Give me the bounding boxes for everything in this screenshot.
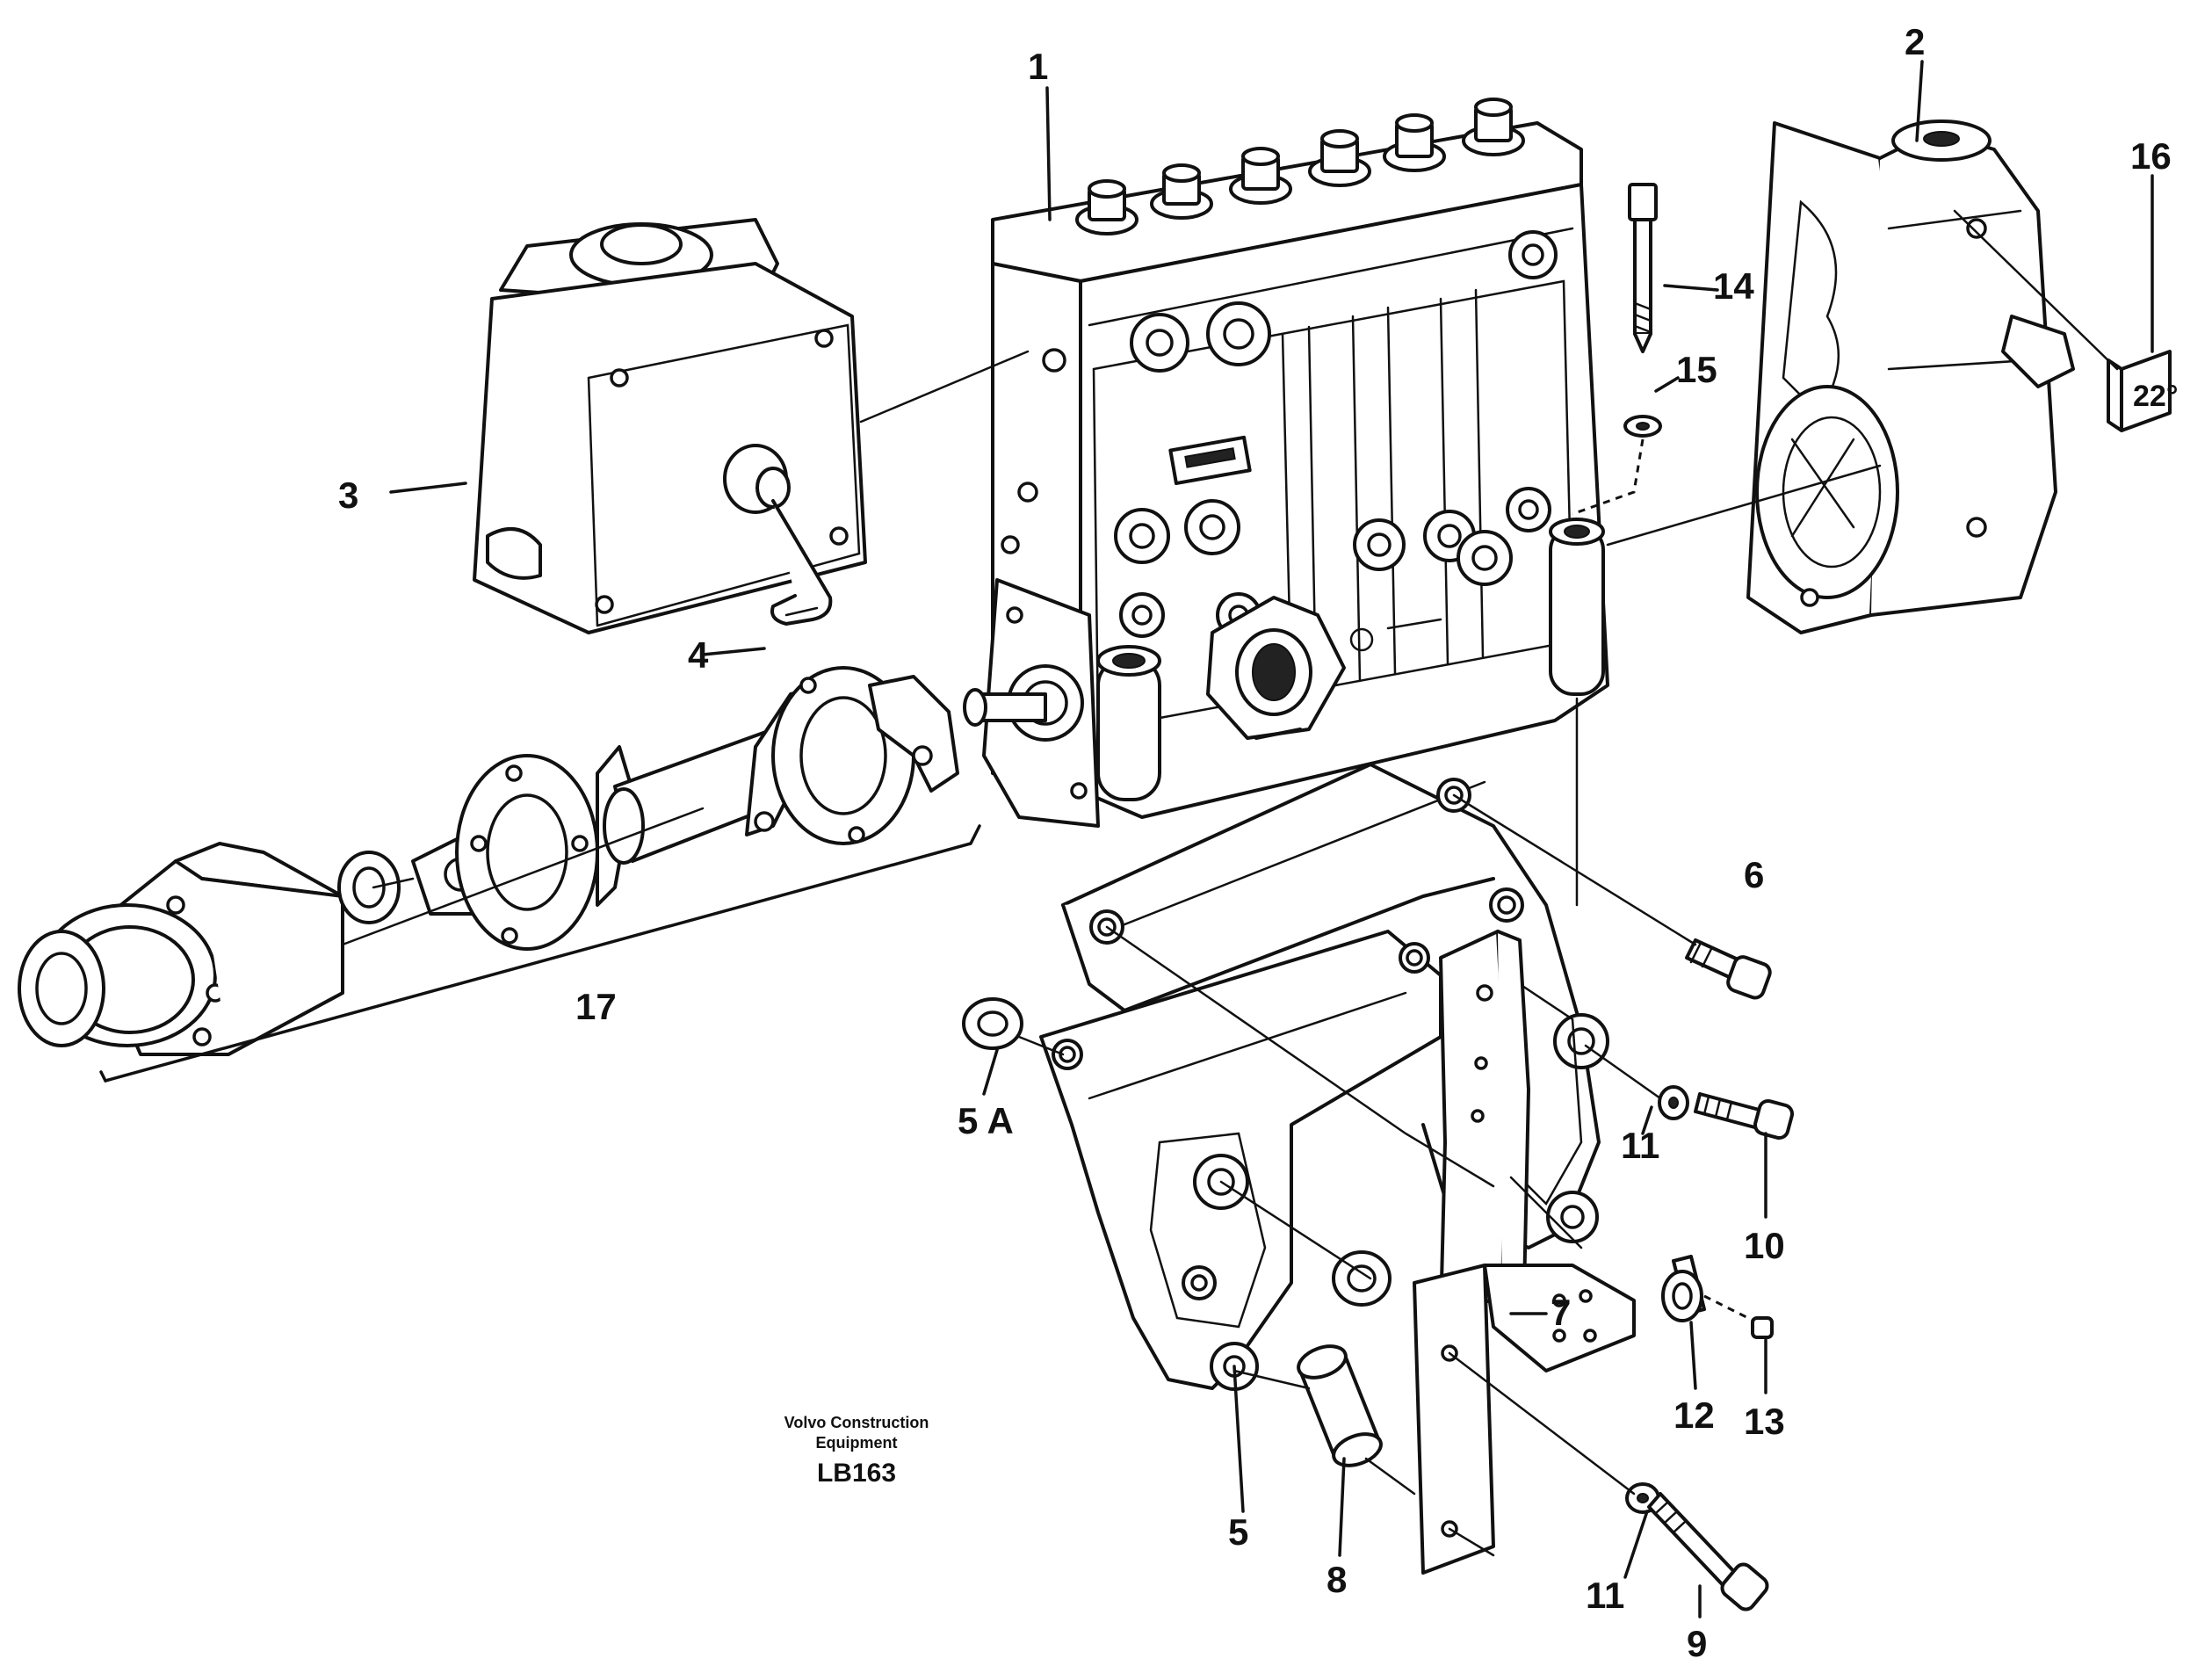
callout-16: 16: [2130, 135, 2172, 177]
label-tag-part-16: 22°: [2107, 350, 2178, 432]
callout-6: 6: [1744, 854, 1764, 895]
injection-pump-part-1: [963, 98, 1609, 828]
coupling-assembly-part-17: [18, 666, 981, 1083]
callout-13: 13: [1744, 1401, 1785, 1442]
bolt-part-9: [1647, 1492, 1769, 1611]
bushing-part-5a: [962, 997, 1023, 1050]
governor-cover-part-3: [473, 218, 867, 634]
publisher-line-1: Volvo Construction: [784, 1414, 929, 1431]
callout-2: 2: [1905, 21, 1925, 62]
callout-11-lower: 11: [1586, 1575, 1624, 1616]
drawing-code: LB163: [817, 1459, 896, 1488]
callout-17: 17: [575, 986, 617, 1027]
callout-5a: 5 A: [958, 1100, 1014, 1141]
washer-part-15: [1623, 415, 1662, 438]
callout-1: 1: [1028, 46, 1048, 87]
callout-11-upper: 11: [1621, 1125, 1659, 1166]
bolt-part-6: [1685, 938, 1772, 1000]
callout-3: 3: [338, 474, 358, 516]
screw-part-13: [1703, 1294, 1774, 1339]
clip-part-12: [1661, 1255, 1706, 1322]
callout-12: 12: [1673, 1394, 1715, 1436]
callout-9: 9: [1687, 1623, 1707, 1664]
publisher-line-2: Equipment: [816, 1434, 898, 1452]
callout-4: 4: [688, 634, 709, 676]
callout-14: 14: [1713, 265, 1754, 307]
assembly-lines: [341, 209, 2119, 1557]
callout-5: 5: [1228, 1511, 1248, 1553]
tag-label: 22°: [2133, 380, 2178, 413]
callout-leaders: [389, 60, 2154, 1619]
delivery-valve-holders: [1075, 98, 1525, 235]
bolt-part-10: [1694, 1092, 1795, 1141]
callout-10: 10: [1744, 1225, 1785, 1266]
spacer-sleeve-part-8: [1297, 1344, 1383, 1467]
support-strap-part-7: [1413, 930, 1636, 1575]
bolt-part-14: [1628, 183, 1658, 353]
callout-labels: 1 2 3 4 5 5 A 6 7 8 9 10 11 11 12 13 14 …: [338, 21, 2172, 1664]
callout-15: 15: [1676, 349, 1717, 390]
pin-clip-part-4: [770, 499, 833, 626]
callout-7: 7: [1551, 1292, 1571, 1333]
washer-part-11-upper: [1658, 1085, 1689, 1120]
publisher-block: Volvo Construction Equipment LB163: [784, 1414, 929, 1488]
callout-8: 8: [1326, 1559, 1347, 1600]
governor-housing-part-2: [1746, 120, 2075, 634]
